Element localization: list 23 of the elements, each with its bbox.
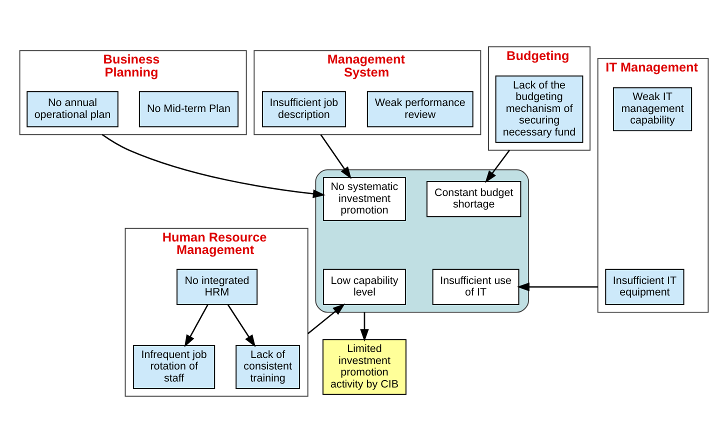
arrow xyxy=(485,150,510,184)
arrow xyxy=(184,304,208,348)
node-box: Low capability level xyxy=(323,268,406,305)
arrow xyxy=(320,134,352,180)
node-box: Weak performance review xyxy=(366,91,474,128)
node-box: Lack of consistent training xyxy=(236,345,300,389)
node-box: Insufficient use of IT xyxy=(432,268,520,305)
arrow xyxy=(227,304,256,348)
node-box: Constant budget shortage xyxy=(426,180,522,218)
node-box: No Mid-term Plan xyxy=(138,91,239,128)
arrow xyxy=(307,304,346,334)
arrow xyxy=(516,282,598,292)
node-box: Limited investment promotion activity by CIB xyxy=(322,339,406,395)
node-box: No annual operational plan xyxy=(26,91,118,128)
node-box: Lack of the budgeting mechanism of securing necessary fund xyxy=(495,76,584,143)
node-box: No integrated HRM xyxy=(176,268,258,305)
node-box: Insufficient job description xyxy=(262,91,346,128)
node-box: No systematic investment promotion xyxy=(323,177,406,222)
arrow xyxy=(360,312,369,342)
node-box: Weak IT management capability xyxy=(613,87,692,132)
arrow xyxy=(102,134,326,198)
node-box: Infrequent job rotation of staff xyxy=(133,345,216,389)
node-box: Insufficient IT equipment xyxy=(605,268,684,305)
